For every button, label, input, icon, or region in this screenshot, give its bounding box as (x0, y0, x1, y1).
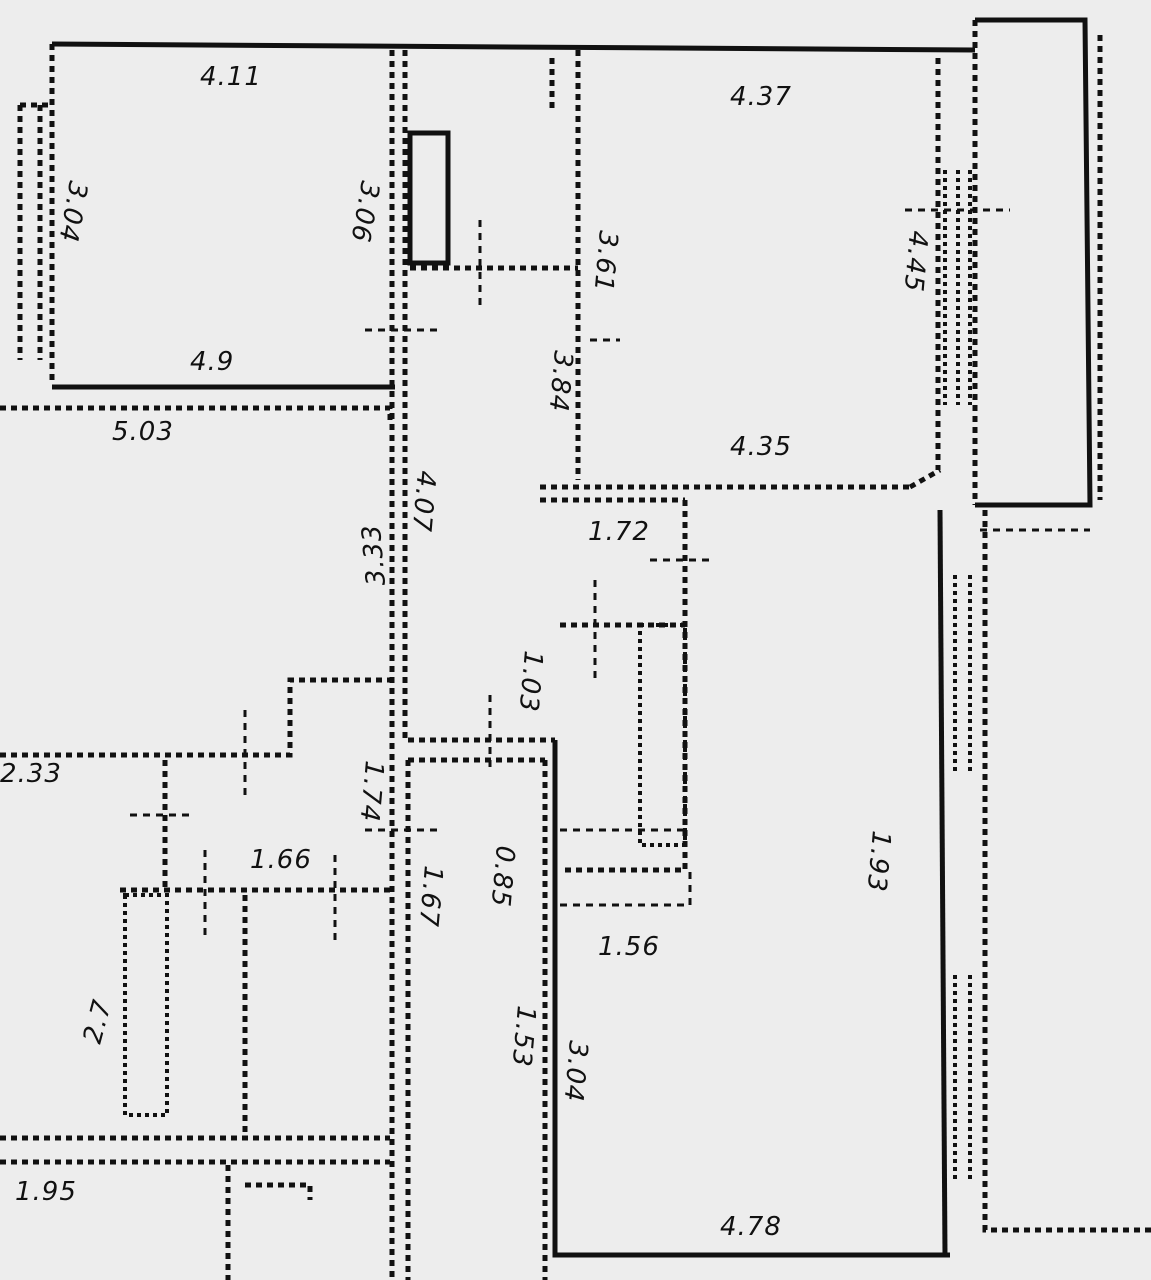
balcony-wall (972, 20, 1103, 505)
window (17, 102, 52, 360)
balcony (975, 17, 1093, 508)
wall (937, 509, 948, 1256)
wall (225, 1165, 313, 1280)
counter (560, 828, 692, 907)
dim-label: 1.72 (588, 517, 650, 547)
dim-label: 4.37 (730, 82, 792, 112)
dim-label: 3.33 (357, 523, 392, 587)
dimension-labels: 4.11 3.04 3.06 4.9 5.03 4.37 3.61 3.84 4… (0, 62, 933, 1242)
dim-label: 3.61 (588, 229, 623, 293)
corridor-wall (389, 50, 408, 1280)
dim-label: 1.53 (506, 1004, 541, 1068)
dim-label: 4.11 (200, 62, 262, 92)
wall (405, 757, 545, 1280)
wall (0, 677, 390, 758)
dim-label: 5.03 (112, 417, 174, 447)
dim-label: 2.33 (0, 759, 62, 789)
dim-label: 3.04 (558, 1039, 593, 1103)
dim-label: 1.93 (861, 829, 896, 893)
dim-label: 1.67 (413, 864, 448, 928)
dimension-ticks (130, 208, 1010, 945)
wall (0, 1135, 390, 1165)
dim-label: 1.95 (15, 1177, 77, 1207)
dim-label: 1.66 (250, 845, 312, 875)
wall (552, 740, 950, 1258)
wall (908, 58, 942, 490)
wall (0, 405, 393, 420)
dim-label: 4.07 (406, 469, 441, 533)
walls (0, 17, 1151, 1280)
dim-label: 4.9 (190, 347, 234, 377)
dim-label: 4.78 (720, 1212, 782, 1242)
bathroom-block (123, 893, 169, 1117)
window (953, 575, 972, 1180)
dim-label: 3.84 (543, 349, 578, 413)
window (943, 170, 972, 405)
dim-label: 1.56 (598, 932, 660, 962)
dim-label: 1.74 (354, 759, 389, 823)
vent-shaft (407, 130, 451, 266)
dim-label: 4.35 (730, 432, 792, 462)
dim-label: 0.85 (485, 844, 520, 908)
cabinet (638, 623, 687, 847)
wall (540, 484, 910, 503)
dim-label: 1.03 (513, 649, 548, 713)
wall (982, 510, 1151, 1233)
dim-label: 4.45 (898, 229, 933, 293)
outer-wall-top (51, 41, 976, 53)
